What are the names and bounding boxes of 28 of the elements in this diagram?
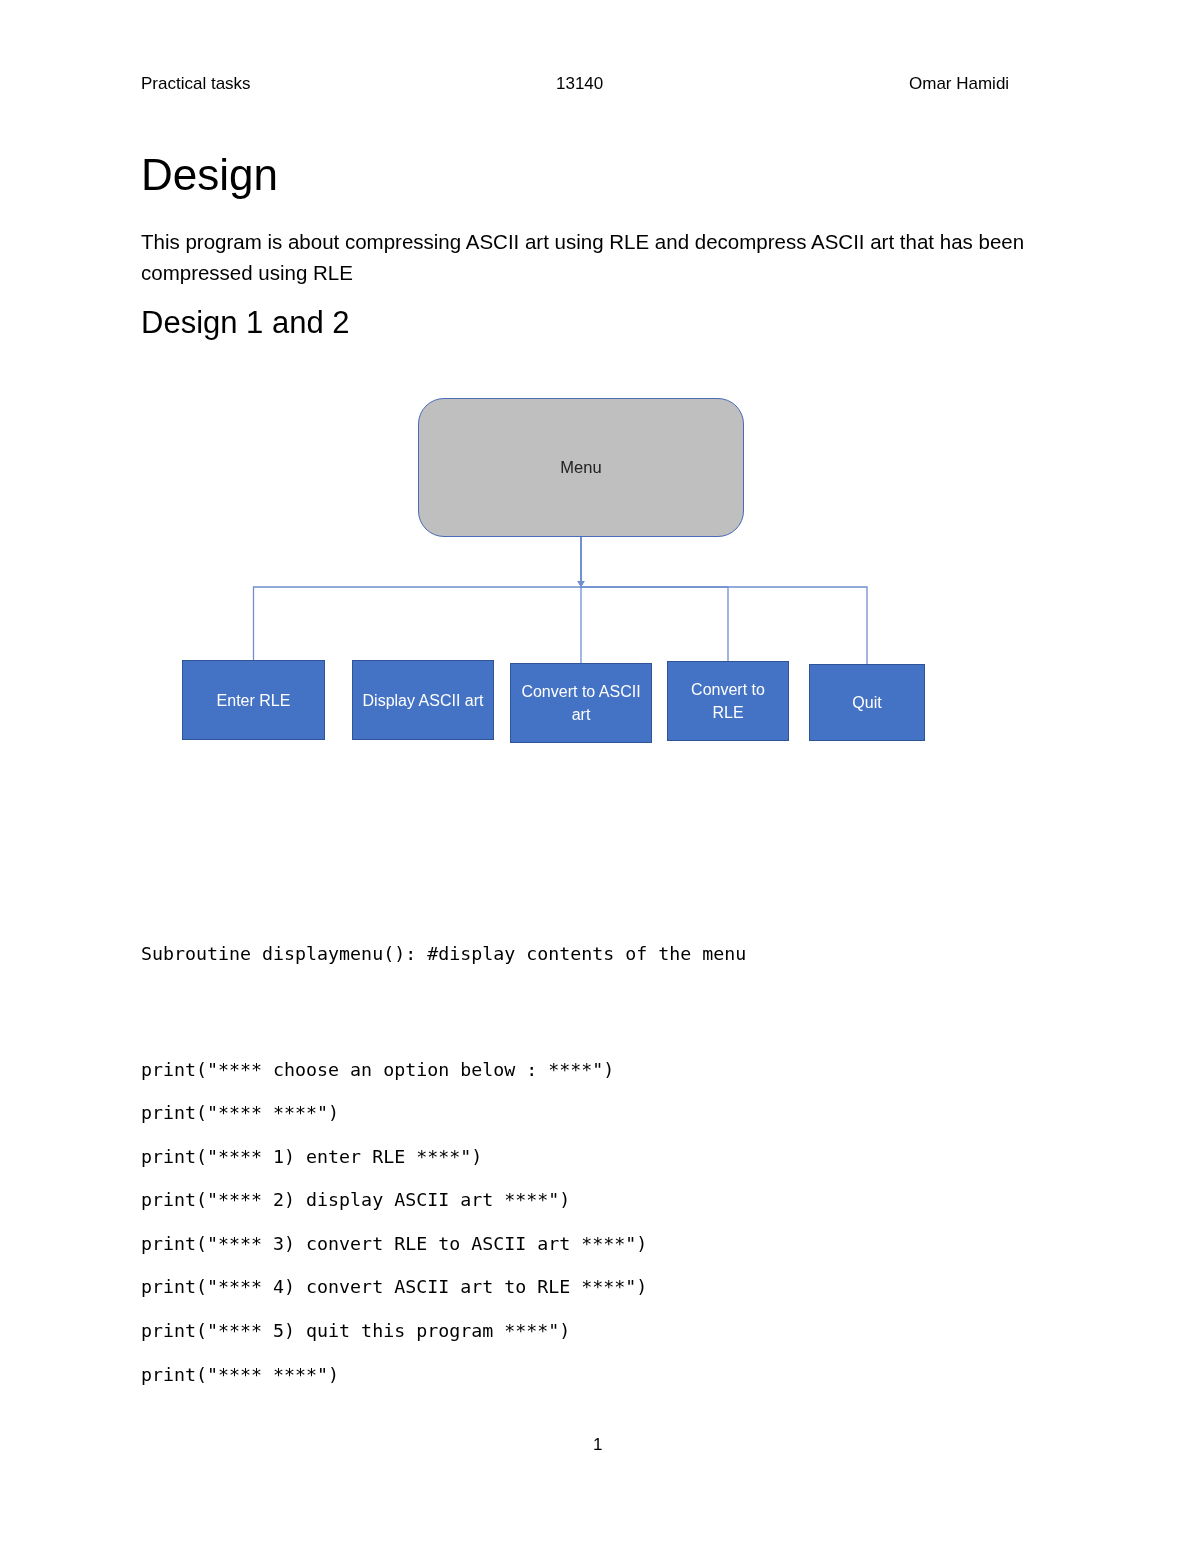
process-box [182,660,325,740]
box-label: Menu [560,458,602,477]
code-line: print("**** 1) enter RLE ****") [141,1146,483,1167]
header-text: Practical tasks [141,74,251,94]
subheading: Design 1 and 2 [141,305,350,341]
code-line: print("**** 2) display ASCII art ****") [141,1189,571,1210]
rounded-box [418,398,744,537]
process-box [352,660,494,740]
code-line: print("**** 5) quit this program ****") [141,1320,571,1341]
code-line: print("**** 3) convert RLE to ASCII art ****") [141,1233,648,1254]
code-line: Subroutine displaymenu(): #display contents of the menu [141,943,747,964]
box-label: Display ASCII art [362,690,484,711]
page-number: 1 [593,1435,603,1455]
code-line: print("**** ****") [141,1102,340,1123]
code-line: print("**** 4) convert ASCII art to RLE ****") [141,1276,648,1297]
box-label: Convert to RLE [690,680,766,723]
header-text: Omar Hamidi [909,74,1010,94]
process-box [809,664,925,741]
box-label: Quit [852,693,882,713]
code-line: print("**** choose an option below : ****") [141,1059,615,1080]
process-box [667,661,789,741]
box-label: Convert to ASCII art [520,682,642,725]
box-label: Enter RLE [216,690,291,711]
intro-paragraph: This program is about compressing ASCII art using RLE and decompress ASCII art that has been compressed using RLE [141,229,1026,286]
header-text: 13140 [556,74,604,94]
process-box [510,663,652,743]
code-line: print("**** ****") [141,1364,340,1385]
heading: Design [141,149,278,201]
